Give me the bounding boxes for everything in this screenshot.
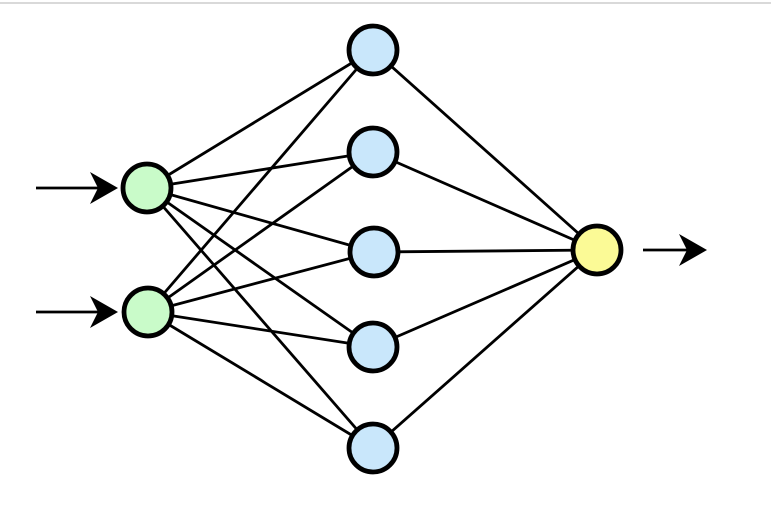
edge-input-hidden	[147, 150, 374, 314]
output-arrow-head-icon	[679, 234, 707, 266]
hidden-node	[346, 125, 400, 179]
edge-input-hidden	[146, 150, 374, 190]
edge-input-hidden	[146, 186, 374, 349]
top-divider	[0, 2, 771, 4]
input-arrow-head-icon	[90, 296, 118, 328]
edge-hidden-output	[372, 248, 598, 349]
edge-hidden-output	[372, 48, 598, 252]
input-arrow-head-icon	[90, 172, 118, 204]
edge-hidden-output	[372, 150, 598, 252]
input-node	[121, 285, 175, 339]
edge-input-hidden	[147, 250, 375, 314]
edge-input-hidden	[146, 49, 375, 313]
hidden-node	[346, 421, 400, 475]
edge-input-hidden	[147, 310, 374, 349]
output-node	[570, 223, 624, 277]
edge-input-hidden	[145, 187, 375, 449]
hidden-node	[347, 225, 401, 279]
edge-hidden-output	[372, 248, 598, 450]
edge-input-hidden	[147, 310, 374, 450]
input-node	[120, 161, 174, 215]
hidden-node	[346, 320, 400, 374]
edge-input-hidden	[146, 186, 375, 254]
hidden-node	[346, 23, 400, 77]
edge-hidden-output	[373, 248, 598, 254]
edge-input-hidden	[146, 48, 374, 190]
